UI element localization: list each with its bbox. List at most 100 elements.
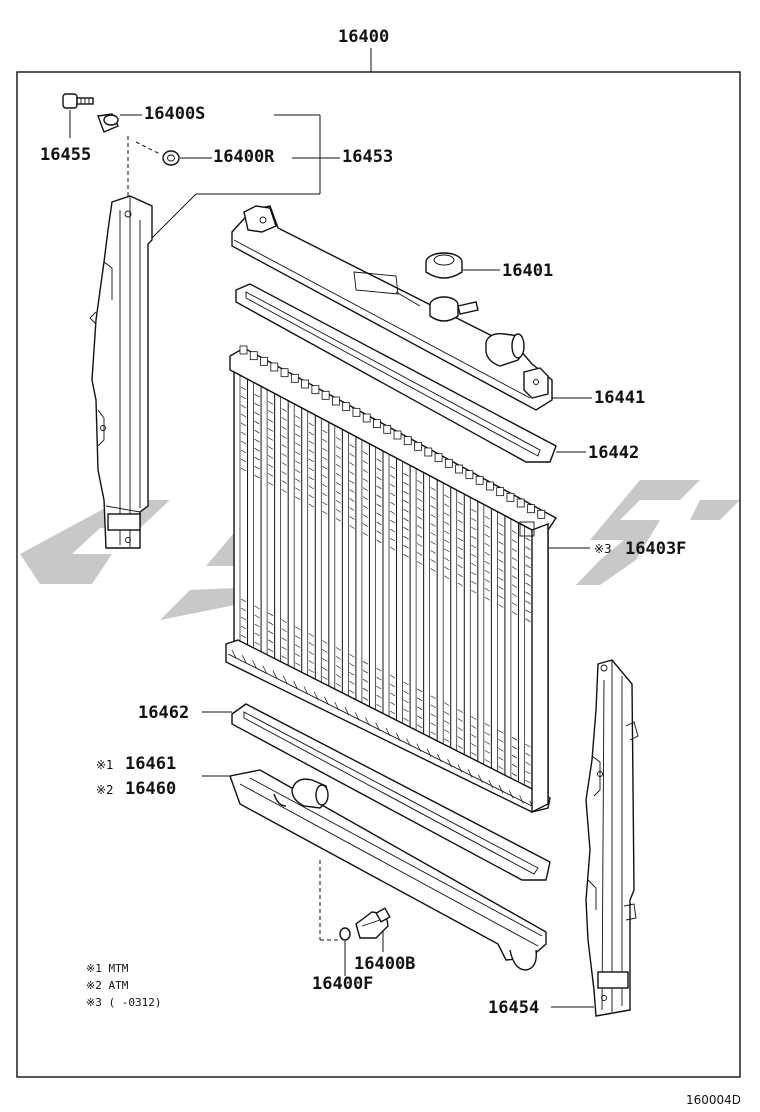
core-fin (484, 570, 490, 574)
label-16461: 16461 (125, 754, 176, 774)
core-fin (498, 748, 504, 752)
bottom-header-rib (231, 649, 237, 659)
assembly-frame (16, 71, 741, 1078)
bottom-header-rib (334, 701, 339, 711)
core-fin (403, 508, 409, 513)
core-fin (240, 634, 247, 639)
core-fin (322, 640, 328, 644)
core-fin (376, 667, 382, 672)
header-tooth (321, 390, 330, 400)
core-fin (308, 449, 314, 454)
core-fin (525, 779, 531, 784)
core-fin (308, 494, 314, 499)
core-fin (471, 725, 477, 729)
core-fin (322, 438, 328, 443)
core-fin (349, 444, 355, 448)
core-fin (416, 489, 423, 493)
bottom-header-rib (365, 717, 370, 726)
label-16462: 16462 (138, 703, 189, 723)
core-fin (362, 469, 369, 473)
core-fin (511, 593, 518, 597)
core-fin (457, 736, 463, 740)
core-fin (430, 487, 436, 491)
bolt-16455 (62, 93, 94, 109)
label-16442: 16442 (588, 443, 639, 463)
core-fin (308, 485, 314, 490)
core-fin (362, 687, 369, 692)
core-fin (471, 571, 477, 576)
core-fin (295, 433, 301, 437)
core-fin (267, 612, 274, 617)
core-fin (281, 453, 287, 457)
core-fin (254, 605, 260, 610)
mark-16460: ※2 (96, 783, 114, 797)
core-fin (308, 467, 314, 472)
core-fin (349, 489, 355, 493)
bottom-header-rib (262, 665, 268, 674)
header-tooth (362, 413, 371, 423)
bottom-header-rib (252, 660, 257, 669)
core-fin (322, 667, 328, 671)
core-fin (254, 456, 260, 461)
core-fin (444, 720, 450, 724)
bottom-header-rib (488, 779, 493, 789)
core-fin (295, 626, 301, 630)
core-fin (240, 458, 247, 463)
core-fin (322, 649, 328, 653)
core-fin (403, 499, 409, 504)
core-fin (484, 561, 490, 565)
core-fin (471, 716, 477, 720)
core-fin (389, 501, 396, 506)
legend-item-3: ※3 ( -0312) (86, 996, 161, 1009)
core-fin (471, 734, 477, 738)
core-fin (498, 559, 504, 563)
core-fin (281, 417, 287, 421)
core-fin (471, 535, 477, 540)
core-fin (403, 717, 409, 722)
core-fin (308, 633, 314, 637)
core-fin (362, 696, 369, 701)
core-fin (349, 690, 355, 694)
core-fin (444, 530, 450, 534)
core-fin (376, 539, 382, 544)
core-fin (267, 455, 274, 459)
illustration-code: 160004D (686, 1093, 741, 1107)
core-fin (322, 447, 328, 452)
core-fin (403, 481, 409, 486)
core-fin (389, 692, 396, 697)
core-fin (281, 637, 287, 641)
core-fin (267, 419, 274, 423)
core-fin (295, 424, 301, 428)
core-fin (484, 723, 490, 727)
core-fin (308, 431, 314, 436)
core-fin (240, 598, 247, 603)
core-fin (349, 453, 355, 457)
core-fin (498, 595, 504, 599)
core-fin (525, 582, 531, 587)
core-fin (498, 532, 504, 536)
bottom-header-rib (508, 790, 514, 799)
header-tooth (516, 498, 525, 508)
core-fin (267, 428, 274, 432)
header-tooth (280, 368, 289, 378)
core-fin (267, 473, 274, 477)
core-fin (444, 738, 450, 742)
header-tooth (290, 373, 299, 383)
core-fin (335, 437, 341, 441)
legend-item-2: ※2 ATM (86, 979, 129, 992)
core-fin (403, 544, 409, 549)
core-fin (281, 646, 287, 650)
label-16454: 16454 (488, 998, 539, 1018)
core-fin (349, 516, 355, 520)
mark-16461: ※1 (96, 758, 114, 772)
core-fin (335, 674, 341, 678)
core-fin (389, 710, 396, 715)
header-tooth (475, 475, 484, 485)
core-fin (484, 525, 490, 529)
core-fin (457, 709, 463, 713)
core-fin (335, 518, 341, 522)
core-fin (362, 660, 369, 665)
bottom-header-rib (426, 748, 432, 757)
core-fin (525, 609, 531, 614)
core-fin (416, 706, 423, 711)
